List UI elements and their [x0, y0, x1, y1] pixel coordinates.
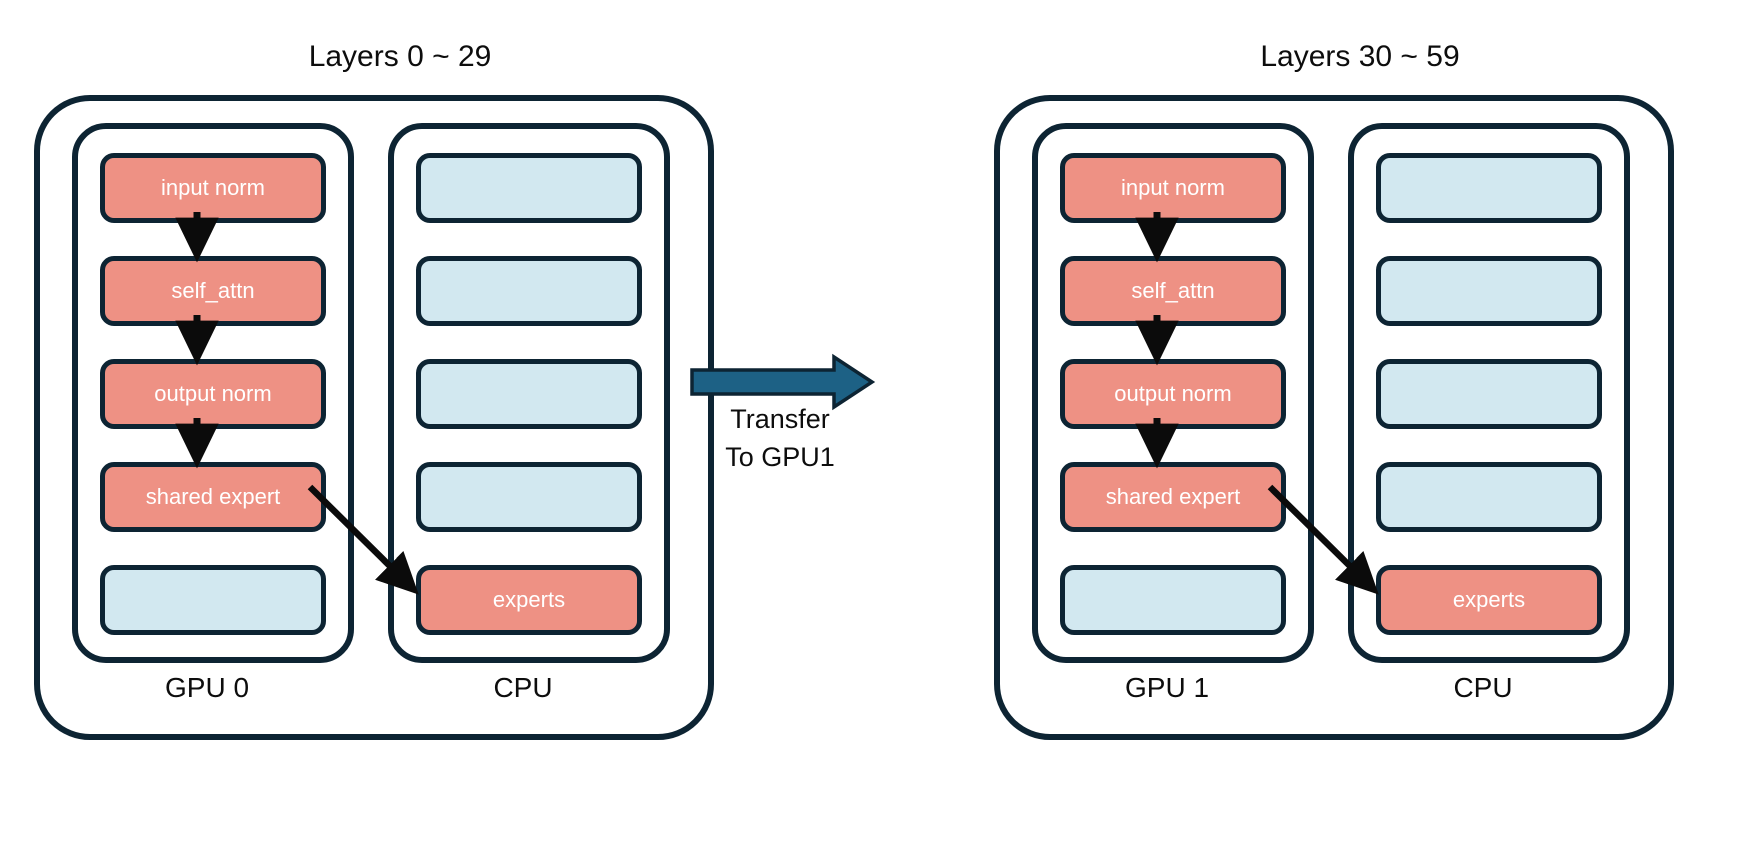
- block-empty-slot[interactable]: [1060, 565, 1286, 635]
- block-input-norm[interactable]: input norm: [100, 153, 326, 223]
- block-self-attn[interactable]: self_attn: [1060, 256, 1286, 326]
- column-cpu-0: experts: [388, 123, 670, 663]
- panel-title-left: Layers 0 ~ 29: [308, 40, 492, 73]
- device-label-gpu-0: GPU 0: [164, 672, 250, 703]
- transfer-label: Transfer To GPU1: [725, 404, 835, 472]
- column-gpu-0: input norm self_attn output norm shared …: [72, 123, 354, 663]
- gpu-1-block-stack: input norm self_attn output norm shared …: [1038, 129, 1308, 657]
- block-empty-slot[interactable]: [416, 462, 642, 532]
- block-empty-slot[interactable]: [416, 153, 642, 223]
- block-experts[interactable]: experts: [1376, 565, 1602, 635]
- block-output-norm[interactable]: output norm: [100, 359, 326, 429]
- block-empty-slot[interactable]: [1376, 153, 1602, 223]
- block-shared-expert[interactable]: shared expert: [1060, 462, 1286, 532]
- block-shared-expert[interactable]: shared expert: [100, 462, 326, 532]
- column-gpu-1: input norm self_attn output norm shared …: [1032, 123, 1314, 663]
- block-empty-slot[interactable]: [416, 359, 642, 429]
- panel-title-right: Layers 30 ~ 59: [1260, 40, 1460, 73]
- block-output-norm[interactable]: output norm: [1060, 359, 1286, 429]
- block-input-norm[interactable]: input norm: [1060, 153, 1286, 223]
- cpu-0-block-stack: experts: [394, 129, 664, 657]
- block-empty-slot[interactable]: [1376, 462, 1602, 532]
- cpu-1-block-stack: experts: [1354, 129, 1624, 657]
- device-label-cpu-1: CPU: [1453, 672, 1513, 703]
- block-empty-slot[interactable]: [1376, 256, 1602, 326]
- column-cpu-1: experts: [1348, 123, 1630, 663]
- panel-layers-0-29: input norm self_attn output norm shared …: [34, 95, 714, 740]
- device-label-gpu-1: GPU 1: [1124, 672, 1210, 703]
- panel-layers-30-59: input norm self_attn output norm shared …: [994, 95, 1674, 740]
- block-empty-slot[interactable]: [1376, 359, 1602, 429]
- block-self-attn[interactable]: self_attn: [100, 256, 326, 326]
- block-empty-slot[interactable]: [416, 256, 642, 326]
- block-experts[interactable]: experts: [416, 565, 642, 635]
- gpu-0-block-stack: input norm self_attn output norm shared …: [78, 129, 348, 657]
- device-label-cpu-0: CPU: [493, 672, 553, 703]
- block-empty-slot[interactable]: [100, 565, 326, 635]
